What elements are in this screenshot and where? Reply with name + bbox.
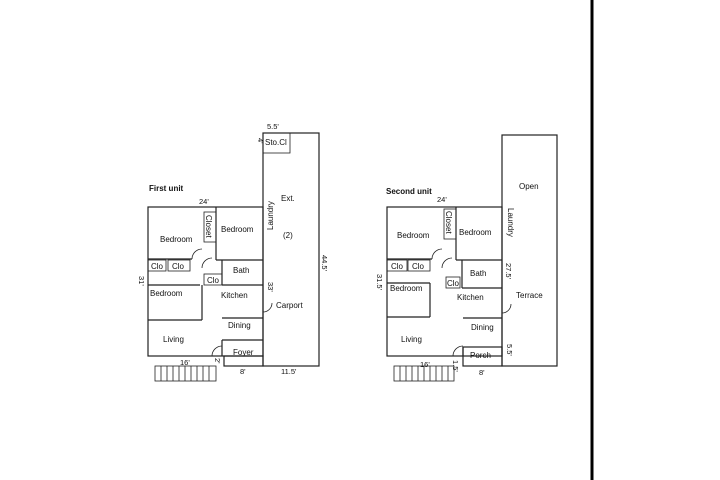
first-unit-title: First unit bbox=[149, 184, 184, 193]
second-unit-dim-5-5: 5.5' bbox=[505, 344, 514, 356]
first-unit-label-clo-c: Clo bbox=[207, 276, 220, 285]
first-unit-label-kitchen: Kitchen bbox=[221, 291, 248, 300]
first-unit-label-bath: Bath bbox=[233, 266, 249, 275]
second-unit-label-kitchen: Kitchen bbox=[457, 293, 484, 302]
second-unit-clo-a-box bbox=[386, 259, 408, 272]
second-unit-plan: Second unit Open Laundry Bedroom Closet … bbox=[375, 134, 558, 382]
first-unit-dim-16: 16' bbox=[180, 358, 190, 367]
first-unit-label-clo-b: Clo bbox=[172, 262, 185, 271]
second-unit-front-steps bbox=[393, 365, 455, 382]
second-unit-label-laundry: Laundry bbox=[506, 208, 515, 237]
second-unit-label-terrace: Terrace bbox=[516, 291, 543, 300]
second-unit-label-closet: Closet bbox=[444, 211, 453, 234]
second-unit-label-bath: Bath bbox=[470, 269, 486, 278]
second-unit-dim-16: 16' bbox=[420, 360, 430, 369]
first-unit-label-laundry: Laundry bbox=[266, 201, 275, 230]
first-unit-dim-24: 24' bbox=[199, 197, 209, 206]
second-unit-dim-1-5: 1.5' bbox=[451, 360, 460, 372]
first-unit-door-swings bbox=[191, 248, 273, 357]
first-unit-clo-a-box bbox=[147, 259, 167, 272]
second-unit-porch-outline bbox=[462, 346, 503, 367]
first-unit-label-clo-a: Clo bbox=[151, 262, 164, 271]
second-unit-label-bedroom-b: Bedroom bbox=[459, 228, 492, 237]
second-unit-terrace-outline bbox=[501, 134, 558, 367]
first-unit-foyer-outline bbox=[223, 355, 264, 367]
first-unit-dim-33: 33' bbox=[266, 282, 275, 292]
first-unit-dim-11-5: 11.5' bbox=[281, 367, 297, 376]
first-unit-label-ext-number: (2) bbox=[283, 231, 293, 240]
second-unit-label-clo-c: Clo bbox=[447, 279, 460, 288]
first-unit-label-bedroom-b: Bedroom bbox=[221, 225, 254, 234]
first-unit-label-bedroom-c: Bedroom bbox=[150, 289, 183, 298]
first-unit-dim-8: 8' bbox=[240, 367, 246, 376]
first-unit-label-sto-cl: Sto.Cl bbox=[265, 138, 287, 147]
first-unit-dim-4: 4' bbox=[256, 138, 265, 144]
first-unit-label-living: Living bbox=[163, 335, 184, 344]
first-unit-label-bedroom-a: Bedroom bbox=[160, 235, 193, 244]
second-unit-label-bedroom-a: Bedroom bbox=[397, 231, 430, 240]
first-unit-plan: First unit Sto.Cl Ext. (2) Laundry Bedro… bbox=[137, 122, 329, 382]
first-unit-label-foyer: Foyer bbox=[233, 348, 254, 357]
second-unit-title: Second unit bbox=[386, 187, 432, 196]
second-unit-clo-b-box bbox=[407, 259, 431, 272]
first-unit-carport-outline bbox=[262, 132, 320, 367]
second-unit-label-dining: Dining bbox=[471, 323, 494, 332]
first-unit-dim-31: 31' bbox=[137, 276, 146, 286]
second-unit-label-clo-b: Clo bbox=[412, 262, 425, 271]
second-unit-dim-24: 24' bbox=[437, 195, 447, 204]
second-unit-label-bedroom-c: Bedroom bbox=[390, 284, 423, 293]
second-unit-label-porch: Porch bbox=[470, 351, 491, 360]
second-unit-door-swings bbox=[431, 248, 512, 357]
first-unit-dim-44-5: 44.5' bbox=[320, 255, 329, 272]
second-unit-clo-c-box bbox=[445, 276, 461, 289]
second-unit-label-living: Living bbox=[401, 335, 422, 344]
second-unit-label-open: Open bbox=[519, 182, 539, 191]
first-unit-label-ext: Ext. bbox=[281, 194, 295, 203]
first-unit-label-dining: Dining bbox=[228, 321, 251, 330]
first-unit-front-steps bbox=[154, 365, 217, 382]
first-unit-clo-b-box bbox=[167, 259, 191, 272]
first-unit-dim-5-5: 5.5' bbox=[267, 122, 279, 131]
second-unit-interior-walls bbox=[387, 207, 502, 356]
second-unit-dim-31-5: 31.5' bbox=[375, 274, 384, 291]
first-unit-label-carport: Carport bbox=[276, 301, 303, 310]
second-unit-label-clo-a: Clo bbox=[391, 262, 404, 271]
first-unit-dim-2: 2' bbox=[213, 358, 222, 364]
first-unit-storage-closet bbox=[262, 132, 291, 154]
first-unit-interior-walls bbox=[148, 207, 263, 356]
second-unit-dim-27-5: 27.5' bbox=[504, 263, 513, 280]
first-unit-label-closet: Closet bbox=[204, 215, 213, 238]
second-unit-dim-8: 8' bbox=[479, 368, 485, 377]
